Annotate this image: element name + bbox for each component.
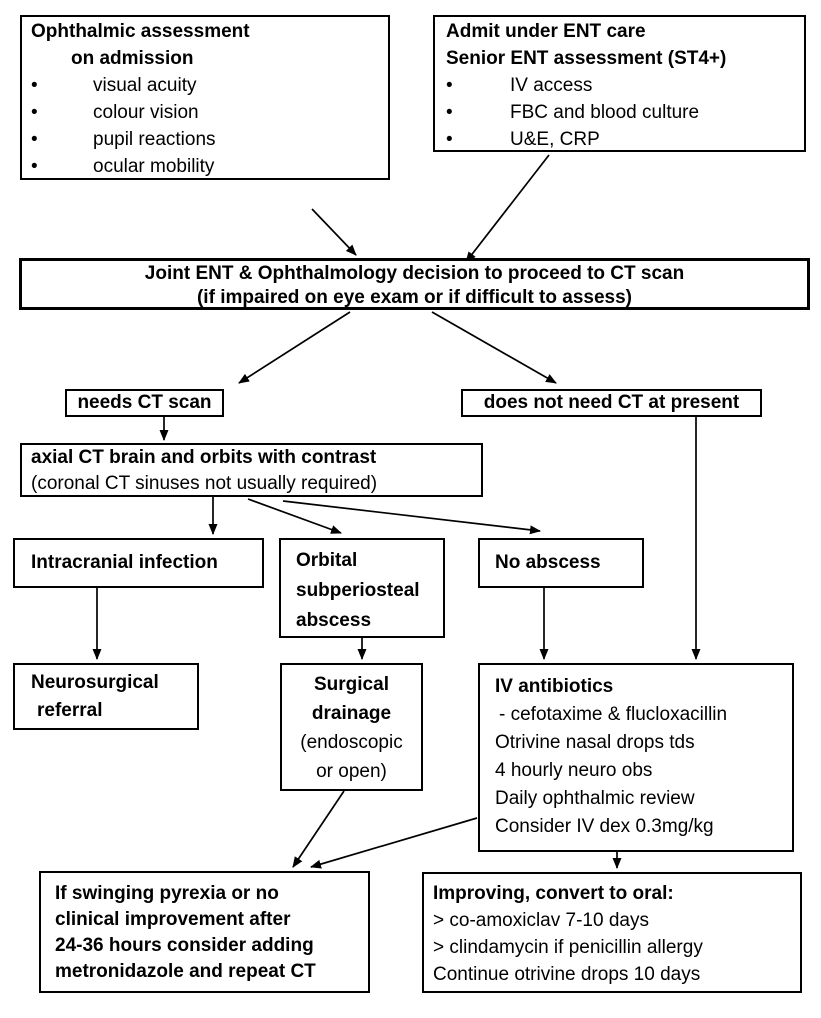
box-iv-antibiotics: IV antibiotics - cefotaxime & flucloxaci…	[478, 663, 794, 852]
ophthalmic-title-line1: Ophthalmic assessment	[31, 21, 250, 42]
needs-ct-label: needs CT scan	[77, 392, 212, 413]
list-item: • colour vision	[31, 99, 382, 126]
arrow-surgical-to-pyrexia	[292, 790, 345, 868]
label-needs-ct-scan: needs CT scan	[65, 389, 224, 417]
box-surgical-drainage: Surgical drainage (endoscopic or open)	[280, 663, 423, 791]
box-axial-ct: axial CT brain and orbits with contrast …	[20, 443, 483, 497]
list-item: • U&E, CRP	[446, 126, 798, 153]
box-no-abscess: No abscess	[478, 538, 644, 588]
ent-item: U&E, CRP	[510, 129, 600, 150]
iv-line: - cefotaxime & flucloxacillin	[499, 704, 728, 725]
pyrexia-line: If swinging pyrexia or no	[55, 883, 279, 904]
improving-line: > clindamycin if penicillin allergy	[433, 937, 703, 958]
intracranial-label: Intracranial infection	[31, 552, 218, 573]
ophthalmic-item: pupil reactions	[93, 129, 216, 150]
bullet-icon: •	[31, 75, 38, 96]
box-joint-decision: Joint ENT & Ophthalmology decision to pr…	[19, 258, 810, 310]
bullet-icon: •	[31, 129, 38, 150]
surgical-line3: (endoscopic	[300, 732, 403, 753]
orbital-line2: subperiosteal	[296, 580, 420, 601]
joint-decision-line2: (if impaired on eye exam or if difficult…	[196, 287, 632, 308]
arrow-axial-to-no-abscess	[282, 500, 541, 535]
list-item: • ocular mobility	[31, 153, 382, 180]
list-item: • pupil reactions	[31, 126, 382, 153]
improving-title: Improving, convert to oral:	[433, 883, 674, 904]
pyrexia-line: metronidazole and repeat CT	[55, 961, 316, 982]
bullet-icon: •	[446, 129, 453, 150]
bullet-icon: •	[31, 156, 38, 177]
bullet-icon: •	[446, 75, 453, 96]
joint-decision-line1: Joint ENT & Ophthalmology decision to pr…	[144, 263, 685, 284]
ophthalmic-item: ocular mobility	[93, 156, 215, 177]
pyrexia-line: 24-36 hours consider adding	[55, 935, 314, 956]
box-intracranial-infection: Intracranial infection	[13, 538, 264, 588]
arrow-ophthalmic-to-joint	[311, 208, 357, 256]
bullet-icon: •	[446, 102, 453, 123]
improving-line: > co-amoxiclav 7-10 days	[433, 910, 649, 931]
pyrexia-line: clinical improvement after	[55, 909, 291, 930]
iv-line: Otrivine nasal drops tds	[495, 732, 695, 753]
ent-title-line1: Admit under ENT care	[446, 21, 646, 42]
no-abscess-label: No abscess	[495, 552, 601, 573]
surgical-line2: drainage	[311, 703, 392, 724]
arrow-ent-to-joint	[465, 154, 550, 263]
ophthalmic-item: visual acuity	[93, 75, 197, 96]
ophthalmic-item: colour vision	[93, 102, 199, 123]
box-swinging-pyrexia: If swinging pyrexia or no clinical impro…	[39, 871, 370, 993]
no-ct-label: does not need CT at present	[483, 392, 740, 413]
arrow-axial-to-orbital	[247, 498, 342, 534]
bullet-icon: •	[31, 102, 38, 123]
box-improving-convert-oral: Improving, convert to oral: > co-amoxicl…	[422, 872, 802, 993]
improving-line: Continue otrivine drops 10 days	[433, 964, 701, 985]
box-orbital-subperiosteal-abscess: Orbital subperiosteal abscess	[279, 538, 445, 638]
box-admit-ent: Admit under ENT care Senior ENT assessme…	[433, 15, 806, 152]
ent-item: IV access	[510, 75, 593, 96]
list-item: • visual acuity	[31, 72, 382, 99]
ent-item: FBC and blood culture	[510, 102, 700, 123]
axial-ct-line2: (coronal CT sinuses not usually required…	[31, 473, 378, 494]
iv-line: Daily ophthalmic review	[495, 788, 695, 809]
ophthalmic-title-line2: on admission	[71, 48, 194, 69]
arrow-joint-to-no-ct	[431, 311, 557, 384]
orbital-line3: abscess	[296, 610, 372, 631]
box-ophthalmic-assessment: Ophthalmic assessment on admission • vis…	[20, 15, 390, 180]
surgical-line4: or open)	[316, 761, 387, 782]
box-neurosurgical-referral: Neurosurgical referral	[13, 663, 199, 730]
iv-title: IV antibiotics	[495, 676, 614, 697]
orbital-line1: Orbital	[296, 550, 358, 571]
ent-title-line2: Senior ENT assessment (ST4+)	[446, 48, 727, 69]
iv-line: 4 hourly neuro obs	[495, 760, 653, 781]
iv-line: Consider IV dex 0.3mg/kg	[495, 816, 714, 837]
arrow-joint-to-needs-ct	[238, 311, 351, 384]
neuro-line2: referral	[37, 700, 103, 721]
neuro-line1: Neurosurgical	[31, 672, 159, 693]
label-does-not-need-ct: does not need CT at present	[461, 389, 762, 417]
arrow-iv-to-pyrexia	[310, 817, 478, 869]
surgical-line1: Surgical	[314, 674, 389, 695]
list-item: • FBC and blood culture	[446, 99, 798, 126]
list-item: • IV access	[446, 72, 798, 99]
axial-ct-line1: axial CT brain and orbits with contrast	[31, 447, 377, 468]
